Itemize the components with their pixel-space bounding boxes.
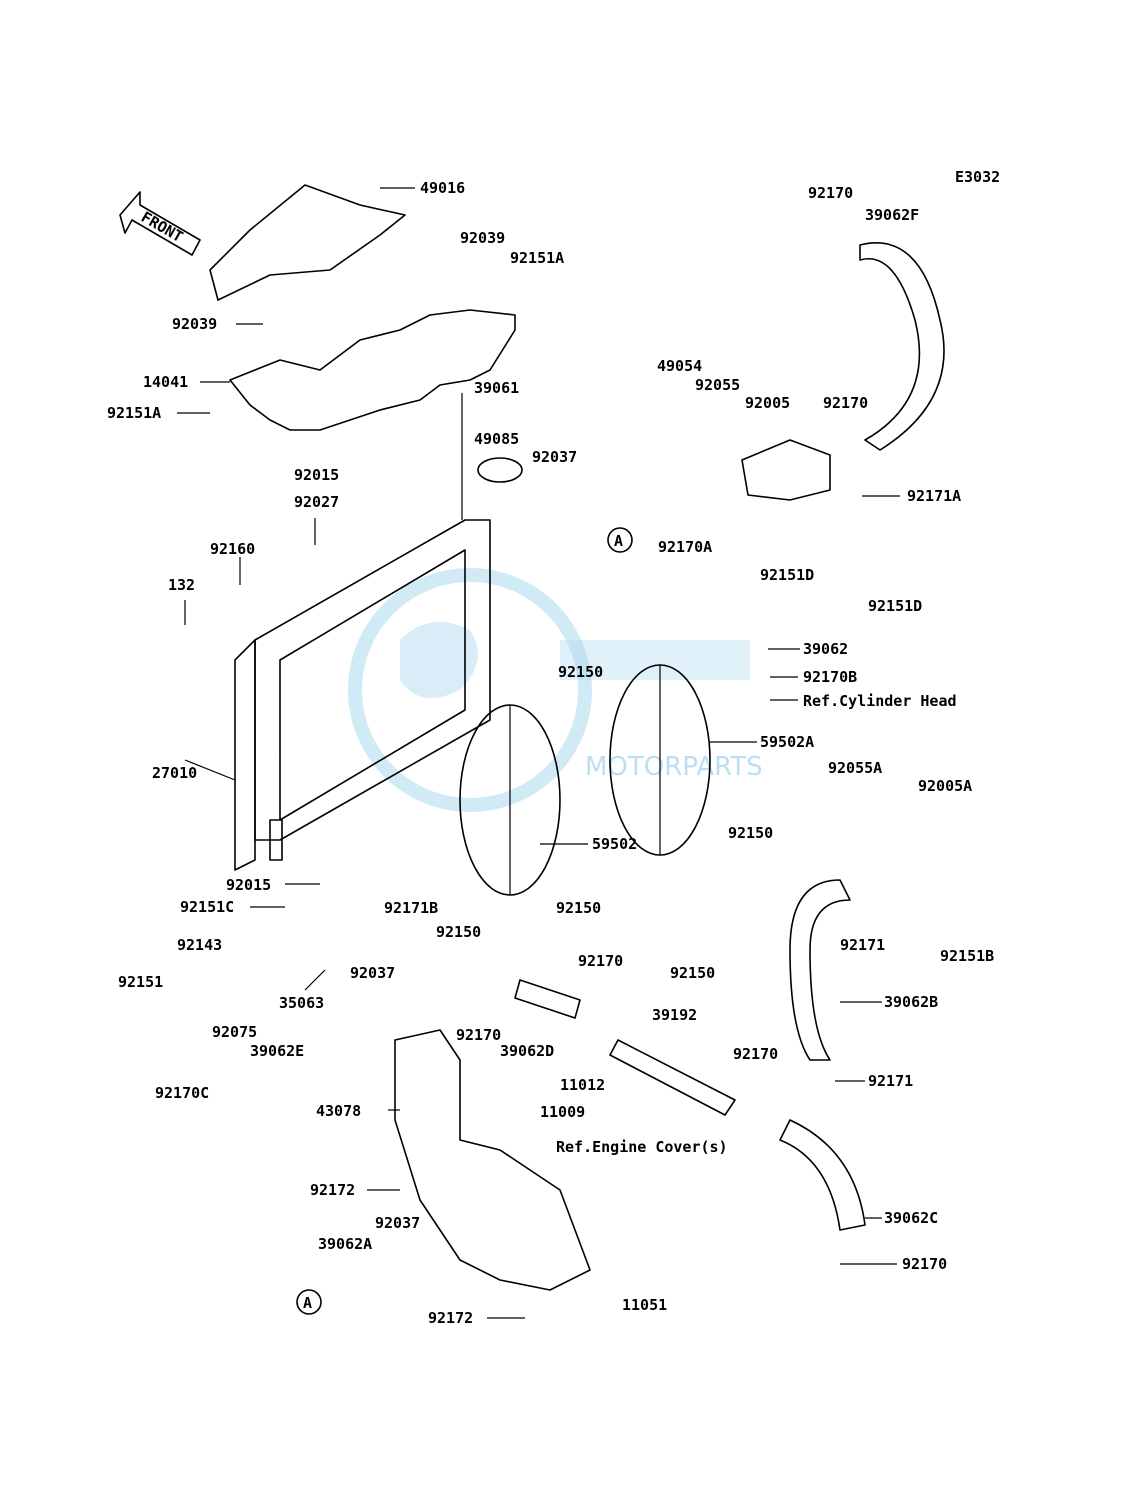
part-label: 92170A (658, 538, 712, 556)
part-label: 92170 (578, 952, 623, 970)
part-label: 59502A (760, 733, 814, 751)
part-label: 92170 (902, 1255, 947, 1273)
part-label: 132 (168, 576, 195, 594)
part-label: 39062E (250, 1042, 304, 1060)
part-label: 92151D (868, 597, 922, 615)
watermark-logo: MOTORPARTS (348, 568, 763, 812)
part-label: 92172 (310, 1181, 355, 1199)
part-label: 11012 (560, 1076, 605, 1094)
leader-lines (177, 323, 900, 1319)
svg-text:A: A (303, 1294, 312, 1312)
watermark-text: MOTORPARTS (585, 752, 763, 782)
part-label: 92151C (180, 898, 234, 916)
hose-39062b (789, 879, 851, 1061)
part-label: 92170 (808, 184, 853, 202)
ref-engine-cover: Ref.Engine Cover(s) (556, 1138, 728, 1156)
part-label: 92172 (428, 1309, 473, 1327)
front-arrow-icon: FRONT (119, 191, 201, 256)
part-label: 49016 (420, 179, 465, 197)
part-label: 92170 (823, 394, 868, 412)
part-label: 92151B (940, 947, 994, 965)
part-label: 92037 (375, 1214, 420, 1232)
part-label: 92039 (460, 229, 505, 247)
part-label: 92171A (907, 487, 961, 505)
part-label: 39062B (884, 993, 938, 1011)
part-label: 92170C (155, 1084, 209, 1102)
part-label: 92150 (436, 923, 481, 941)
part-label: 92160 (210, 540, 255, 558)
part-label: 92150 (670, 964, 715, 982)
part-label: 92037 (350, 964, 395, 982)
part-label: 92151D (760, 566, 814, 584)
part-label: 92150 (728, 824, 773, 842)
part-label: 92171 (840, 936, 885, 954)
hose-39062c (779, 1119, 866, 1231)
part-label: 39061 (474, 379, 519, 397)
part-label: 92151A (510, 249, 564, 267)
right-fan (609, 664, 711, 856)
upper-cover-plate (209, 184, 406, 301)
part-label: 11051 (622, 1296, 667, 1314)
part-label: 39062C (884, 1209, 938, 1227)
hose-39062f (859, 242, 945, 451)
part-label: 92171 (868, 1072, 913, 1090)
part-label: 59502 (592, 835, 637, 853)
part-label: 92151A (107, 404, 161, 422)
radiator-cap (477, 457, 523, 483)
part-label: 35063 (279, 994, 324, 1012)
part-label: 92039 (172, 315, 217, 333)
part-label: 92015 (294, 466, 339, 484)
part-label: 92005 (745, 394, 790, 412)
hose-39062d (514, 979, 581, 1019)
part-label: 92055A (828, 759, 882, 777)
radiator-core (234, 519, 491, 871)
part-label: 39062F (865, 206, 919, 224)
svg-text:A: A (614, 532, 623, 550)
part-labels: 49016 92039 92151A 92039 14041 92151A 39… (107, 179, 994, 1327)
marker-a-bottom: A (296, 1289, 322, 1315)
part-label: 92143 (177, 936, 222, 954)
ref-cylinder-head: Ref.Cylinder Head (803, 692, 957, 710)
part-label: 92150 (558, 663, 603, 681)
part-label: 49085 (474, 430, 519, 448)
part-label: 92170 (733, 1045, 778, 1063)
marker-a-top: A (607, 527, 633, 553)
part-label: 14041 (143, 373, 188, 391)
part-label: 43078 (316, 1102, 361, 1120)
reservoir-tank (394, 1029, 591, 1291)
part-label: 49054 (657, 357, 702, 375)
part-label: 39062 (803, 640, 848, 658)
part-label: 27010 (152, 764, 197, 782)
thermostat-housing (741, 439, 831, 501)
part-label: 11009 (540, 1103, 585, 1121)
part-label: 39192 (652, 1006, 697, 1024)
part-label: 92015 (226, 876, 271, 894)
part-label: 92055 (695, 376, 740, 394)
part-label: 39062A (318, 1235, 372, 1253)
front-label: FRONT (138, 208, 186, 246)
part-label: 92075 (212, 1023, 257, 1041)
part-label: 92027 (294, 493, 339, 511)
part-label: 92005A (918, 777, 972, 795)
part-label: 39062D (500, 1042, 554, 1060)
diagram-code: E3032 (955, 168, 1000, 186)
part-label: 92037 (532, 448, 577, 466)
part-label: 92150 (556, 899, 601, 917)
part-label: 92170 (456, 1026, 501, 1044)
part-label: 92151 (118, 973, 163, 991)
left-fan (459, 704, 561, 896)
part-label: 92170B (803, 668, 857, 686)
part-label: 92171B (384, 899, 438, 917)
radiator-shroud (229, 309, 516, 431)
hose-39192 (609, 1039, 736, 1116)
